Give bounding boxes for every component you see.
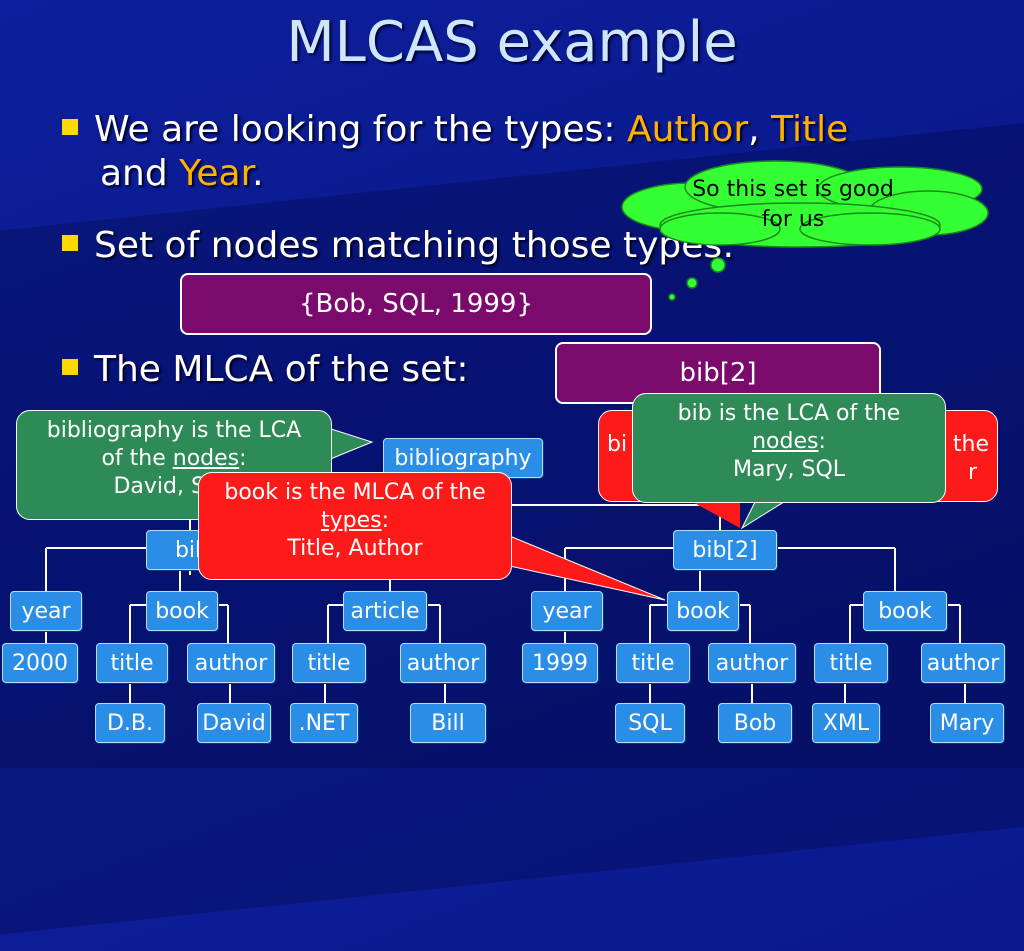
node-set-box: {Bob, SQL, 1999}	[180, 273, 652, 335]
node-title: title	[292, 643, 366, 683]
callout-line: book is the MLCA of the	[224, 480, 486, 505]
node-value: .NET	[290, 703, 358, 743]
callout-underline: nodes	[752, 429, 819, 454]
type-title: Title	[771, 109, 849, 150]
callout-colon: :	[239, 446, 247, 471]
node-value: Mary	[930, 703, 1004, 743]
node-value: David	[197, 703, 271, 743]
bullet-square-icon	[62, 359, 78, 375]
node-article: article	[343, 591, 427, 631]
node-title: title	[814, 643, 888, 683]
node-value: 1999	[522, 643, 598, 683]
callout-line: bibliography is the LCA	[46, 418, 302, 443]
thought-cloud	[621, 160, 989, 301]
node-year: year	[531, 591, 603, 631]
callout-colon: :	[381, 508, 390, 533]
bullet-2: Set of nodes matching those types:	[62, 224, 734, 268]
node-author: author	[708, 643, 796, 683]
node-value: Bill	[410, 703, 486, 743]
node-author: author	[921, 643, 1005, 683]
bullet-3-text: The MLCA of the set:	[94, 349, 469, 390]
bullet-1-line2: and	[100, 153, 180, 194]
node-bibliography: bibliography	[383, 438, 543, 478]
node-value: XML	[812, 703, 880, 743]
callout-book-mlca: book is the MLCA of the types: Title, Au…	[198, 472, 512, 580]
node-value: 2000	[2, 643, 78, 683]
node-value: D.B.	[95, 703, 165, 743]
callout-bibliography-lca: bibliography is the LCA of the nodes: Da…	[16, 410, 332, 520]
callout-line: Mary, SQL	[732, 457, 846, 482]
bullet-square-icon	[62, 119, 78, 135]
node-author: author	[187, 643, 275, 683]
hidden-red-right-text-2: r	[967, 460, 977, 485]
callout-bib-lca: bib is the LCA of the nodes: Mary, SQL	[632, 393, 946, 503]
node-book: book	[146, 591, 218, 631]
node-year: year	[10, 591, 82, 631]
callout-underline: nodes	[172, 446, 240, 471]
hidden-red-left-text: bi	[607, 432, 628, 457]
bullet-1-comma: ,	[748, 109, 772, 150]
node-book: book	[863, 591, 947, 631]
node-title: title	[616, 643, 690, 683]
hidden-red-right-text: the	[952, 432, 989, 457]
callout-line: bib is the LCA of the	[677, 401, 901, 426]
cloud-line-1: So this set is good	[692, 177, 894, 202]
callout-line: of the	[101, 446, 173, 471]
node-book: book	[667, 591, 739, 631]
callout-underline: types	[320, 508, 382, 533]
bullet-1-text: We are looking for the types:	[94, 109, 627, 150]
node-value: Bob	[718, 703, 792, 743]
type-author: Author	[626, 109, 749, 150]
cloud-text: So this set is good for us	[668, 175, 918, 235]
node-title: title	[96, 643, 168, 683]
type-year: Year	[179, 153, 253, 194]
callout-colon: :	[818, 429, 826, 454]
bullet-square-icon	[62, 235, 78, 251]
bullet-2-text: Set of nodes matching those types:	[94, 225, 735, 266]
callout-line: Title, Author	[287, 536, 423, 561]
slide-title: MLCAS example	[286, 10, 738, 75]
callout-pointers	[327, 427, 802, 601]
node-value: SQL	[615, 703, 685, 743]
node-author: author	[400, 643, 486, 683]
bullet-3: The MLCA of the set:	[62, 348, 469, 392]
cloud-line-2: for us	[761, 207, 825, 232]
bullet-1: We are looking for the types: Author, Ti…	[62, 108, 848, 196]
node-bib-2: bib[2]	[673, 530, 777, 570]
bullet-1-period: .	[252, 153, 264, 194]
